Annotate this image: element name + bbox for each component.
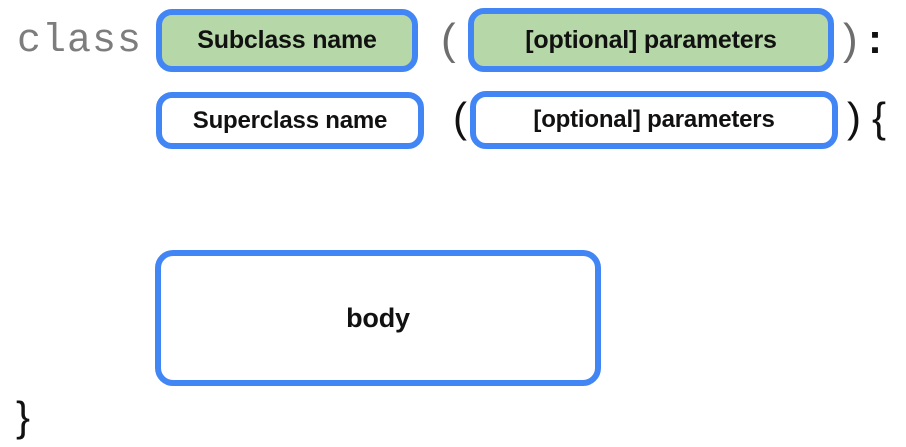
class-keyword: class — [17, 19, 143, 64]
row1-parameters-slot[interactable]: [optional] parameters — [468, 8, 834, 72]
closing-brace: } — [16, 393, 31, 440]
row2-close-paren: ) — [847, 94, 861, 141]
row2-open-brace: { — [872, 94, 887, 141]
row2-parameters-label: [optional] parameters — [533, 106, 775, 133]
subclass-name-label: Subclass name — [197, 26, 377, 54]
row2-parameters-slot[interactable]: [optional] parameters — [470, 91, 838, 149]
row1-close-paren: ) — [843, 15, 858, 64]
body-slot[interactable]: body — [155, 250, 601, 386]
superclass-name-slot[interactable]: Superclass name — [156, 92, 424, 149]
body-label: body — [346, 302, 410, 333]
row1-open-paren: ( — [441, 15, 456, 64]
row2-open-paren: ( — [453, 94, 467, 141]
row1-parameters-label: [optional] parameters — [525, 25, 777, 54]
row1-colon: : — [868, 15, 882, 62]
subclass-name-slot[interactable]: Subclass name — [156, 9, 418, 72]
superclass-name-label: Superclass name — [192, 106, 388, 134]
